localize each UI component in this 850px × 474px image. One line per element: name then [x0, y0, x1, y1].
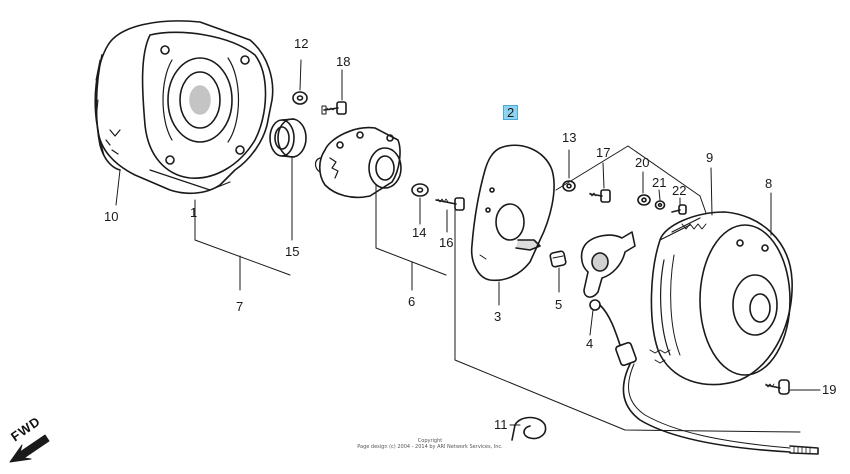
bolt-18-drawing — [321, 101, 347, 115]
part-number-21[interactable]: 21 — [652, 175, 667, 190]
part-number-9[interactable]: 9 — [706, 150, 714, 165]
part-number-8[interactable]: 8 — [765, 176, 773, 191]
copyright-line-2: Page design (c) 2004 - 2014 by ARI Netwo… — [357, 444, 503, 450]
part-number-2[interactable]: 2 — [503, 105, 519, 120]
part-number-7[interactable]: 7 — [236, 299, 244, 314]
clip-5-drawing — [549, 250, 567, 268]
screw-17-drawing — [589, 189, 611, 203]
part-number-4[interactable]: 4 — [586, 336, 594, 351]
washer-20-drawing — [637, 194, 651, 206]
part-number-18[interactable]: 18 — [336, 54, 351, 69]
fwd-arrow — [9, 434, 50, 463]
shaft-holder-drawing — [314, 126, 402, 199]
part-number-17[interactable]: 17 — [596, 145, 611, 160]
oil-seal-drawing — [269, 118, 307, 158]
washer-21-drawing — [654, 200, 666, 210]
screw-22-drawing — [671, 204, 687, 215]
pulser-coil-drawing — [580, 231, 819, 455]
copyright-line-1: Copyright — [417, 438, 443, 444]
part-number-6[interactable]: 6 — [408, 294, 416, 309]
copyright-notice: Copyright Page design (c) 2004 - 2014 by… — [330, 438, 530, 450]
part-number-1[interactable]: 1 — [190, 205, 198, 220]
part-number-14[interactable]: 14 — [412, 225, 427, 240]
part-number-10[interactable]: 10 — [104, 209, 119, 224]
part-number-19[interactable]: 19 — [822, 382, 837, 397]
part-number-3[interactable]: 3 — [494, 309, 502, 324]
part-number-22[interactable]: 22 — [672, 183, 687, 198]
part-number-16[interactable]: 16 — [439, 235, 454, 250]
part-number-13[interactable]: 13 — [562, 130, 577, 145]
flywheel-drawing — [649, 211, 793, 386]
part-number-15[interactable]: 15 — [285, 244, 300, 259]
washer-14-drawing — [411, 183, 429, 197]
base-plate-drawing — [470, 144, 555, 282]
part-number-11[interactable]: 11 — [494, 417, 508, 432]
screw-16-drawing — [435, 197, 465, 211]
bolt-19-drawing — [765, 379, 790, 395]
part-number-12[interactable]: 12 — [294, 36, 309, 51]
part-number-5[interactable]: 5 — [555, 297, 563, 312]
part-number-20[interactable]: 20 — [635, 155, 650, 170]
clamp-11-drawing — [511, 416, 547, 441]
leader-lines — [115, 59, 821, 433]
rear-housing-drawing — [94, 20, 274, 195]
washer-12-drawing — [292, 91, 308, 105]
